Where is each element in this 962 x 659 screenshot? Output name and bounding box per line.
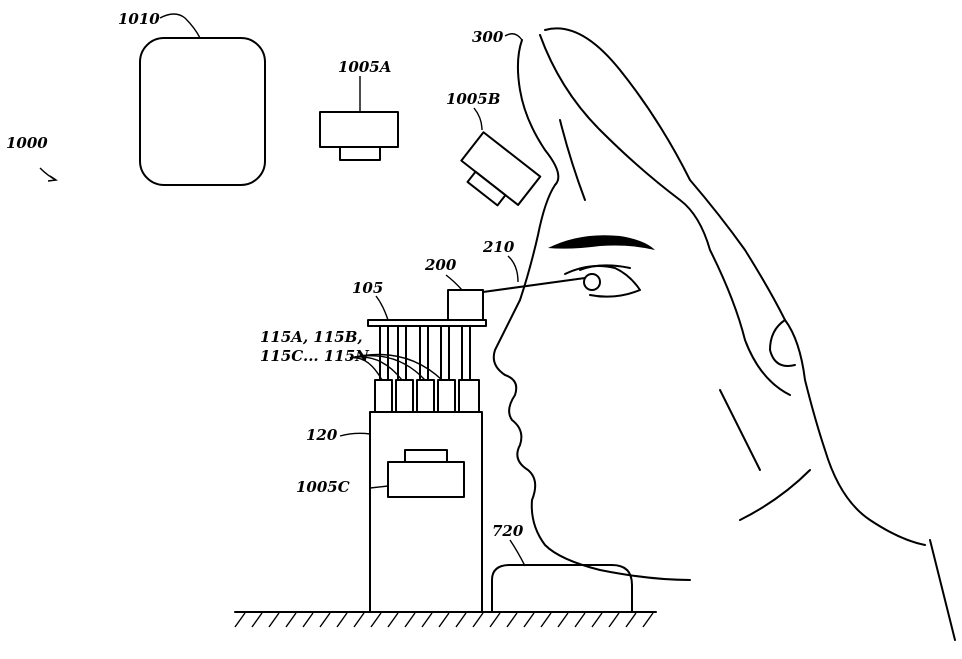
label-115-line2: 115C... 115N: [260, 347, 370, 365]
subject-face-300: [492, 27, 956, 641]
label-300: 300: [472, 28, 504, 46]
housing-120: [369, 411, 483, 613]
beam-210: [482, 277, 586, 293]
label-120: 120: [306, 426, 338, 444]
label-115-line1: 115A, 115B,: [260, 328, 363, 346]
chin-rest-720: [491, 564, 633, 613]
eye-icon: [548, 235, 655, 298]
camera-1005a: [319, 111, 399, 161]
label-1005b: 1005B: [446, 90, 500, 108]
optic-200: [447, 289, 484, 321]
label-1000: 1000: [6, 134, 48, 152]
label-210: 210: [482, 238, 515, 256]
camera-1005c: [387, 449, 465, 498]
display-1010: [139, 37, 266, 186]
camera-1005b: [460, 131, 542, 207]
label-1005a: 1005A: [338, 58, 391, 76]
ground-hatching: [234, 611, 657, 628]
label-720: 720: [492, 522, 524, 540]
label-1010: 1010: [118, 10, 160, 28]
label-200: 200: [424, 256, 457, 274]
label-105: 105: [352, 279, 383, 297]
label-1005c: 1005C: [296, 478, 350, 496]
